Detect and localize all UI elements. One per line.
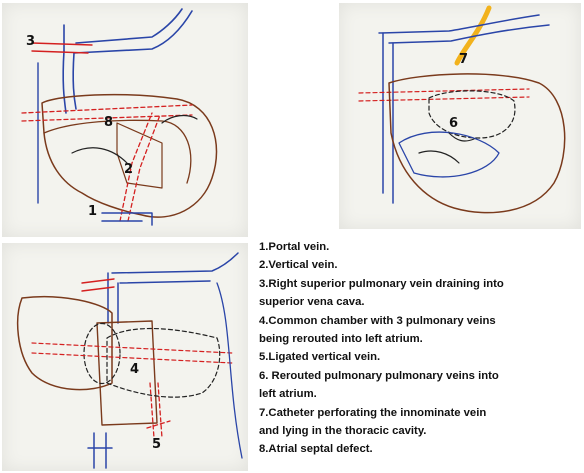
atrium-box: [97, 321, 157, 425]
atrial-septal-defect: [117, 123, 162, 188]
legend: 1.Portal vein. 2.Vertical vein. 3.Right …: [259, 238, 581, 459]
common-chamber-ellipse: [84, 324, 120, 384]
legend-item: being rerouted into left atrium.: [259, 330, 581, 348]
pulmonary-veins-dashed: [359, 89, 529, 101]
pulmonary-veins-dashed: [32, 343, 232, 363]
superior-vena-cava: [383, 33, 393, 203]
right-superior-pulmonary-vein: [32, 43, 92, 53]
superior-vena-cava: [63, 51, 66, 113]
pericardial-line: [217, 283, 242, 458]
portal-vein: [102, 213, 152, 225]
legend-item: 4.Common chamber with 3 pulmonary veins: [259, 312, 581, 330]
marker-3: 3: [26, 34, 35, 49]
top-right-sketch: 7 6: [339, 3, 581, 229]
top-left-sketch: 3 8 2 1: [2, 3, 248, 237]
ivc: [88, 433, 112, 468]
marker-4: 4: [130, 362, 139, 377]
common-chamber: [107, 329, 220, 398]
legend-item: 3.Right superior pulmonary vein draining…: [259, 275, 581, 293]
legend-item: 6. Rerouted pulmonary pulmonary veins in…: [259, 367, 581, 385]
legend-item: superior vena cava.: [259, 293, 581, 311]
top-left-sketch-panel: 3 8 2 1: [2, 3, 248, 237]
bottom-left-sketch-panel: 4 5: [2, 243, 248, 471]
marker-5: 5: [152, 437, 161, 452]
bottom-left-sketch: 4 5: [2, 243, 248, 471]
legend-item: left atrium.: [259, 385, 581, 403]
marker-7: 7: [459, 52, 468, 67]
innominate-vein: [64, 9, 192, 53]
marker-2: 2: [124, 162, 133, 177]
ligated-vertical-vein: [147, 383, 170, 438]
innominate-vein: [379, 15, 549, 43]
right-pulmonary-vein: [82, 279, 114, 291]
superior-vena-cava: [108, 273, 118, 323]
legend-item: 5.Ligated vertical vein.: [259, 348, 581, 366]
legend-item: 8.Atrial septal defect.: [259, 440, 581, 458]
innominate-vein: [112, 253, 238, 283]
legend-item: 1.Portal vein.: [259, 238, 581, 256]
marker-8: 8: [104, 115, 113, 130]
legend-item: 2.Vertical vein.: [259, 256, 581, 274]
legend-item: 7.Catheter perforating the innominate ve…: [259, 404, 581, 422]
heart-outline: [389, 74, 565, 213]
top-right-sketch-panel: 7 6: [339, 3, 581, 229]
legend-item: and lying in the thoracic cavity.: [259, 422, 581, 440]
marker-1: 1: [88, 204, 97, 219]
left-atrium: [399, 132, 499, 177]
marker-6: 6: [449, 116, 458, 131]
superior-vena-cava-wall: [73, 53, 76, 109]
